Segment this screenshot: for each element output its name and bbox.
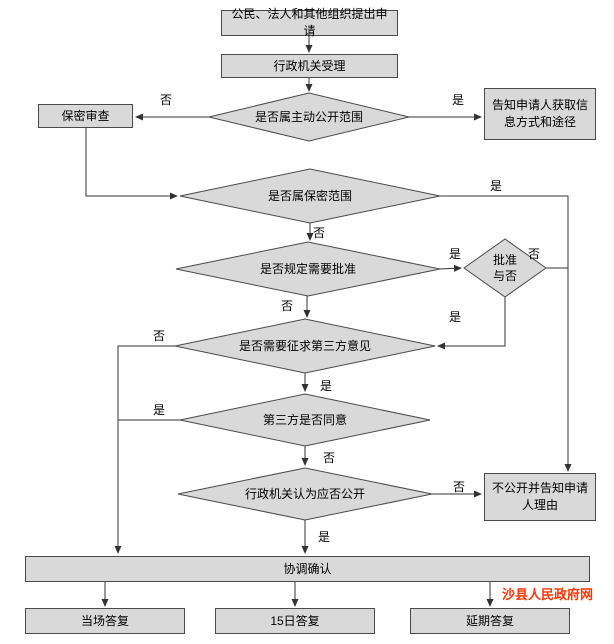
edge-label-no-shoulddisclose: 否 [453, 480, 466, 494]
edge-label-no-approve: 否 [528, 247, 541, 261]
edge-label-yes-activescope: 是 [452, 93, 465, 107]
connector-secretscope-notdisclose [440, 195, 572, 472]
node-inform-applicant: 告知申请人获取信息方式和途径 [484, 88, 596, 140]
diamond-active-scope [208, 92, 410, 142]
diamond-approve-or-not [463, 238, 547, 298]
site-watermark: 沙县人民政府网 [502, 587, 594, 602]
edge-label-yes-approve: 是 [449, 310, 462, 324]
diamond-need-approval [175, 241, 441, 297]
diamond-third-party-agree [179, 393, 431, 447]
edge-label-no-needapproval: 否 [281, 299, 294, 313]
node-reply-15days: 15日答复 [215, 608, 375, 634]
connector-needapproval-approve [439, 264, 462, 272]
diamond-secret-scope [179, 168, 441, 224]
edge-label-yes-shoulddisclose: 是 [318, 530, 331, 544]
edge-label-no-activescope: 否 [160, 93, 173, 107]
node-accept: 行政机关受理 [221, 54, 398, 78]
edge-label-yes-thirdpartyneeded: 是 [320, 379, 333, 393]
node-secrecy-review: 保密审查 [38, 104, 133, 128]
edge-label-no-secretscope: 否 [313, 226, 326, 240]
node-reply-onspot: 当场答复 [25, 608, 185, 634]
node-apply: 公民、法人和其他组织提出申请 [221, 7, 398, 38]
edge-label-yes-secretscope: 是 [490, 179, 503, 193]
edge-label-no-thirdpartyagree: 否 [323, 451, 336, 465]
node-coordinate-confirm: 协调确认 [25, 556, 590, 582]
connector-approve-thirdpartyneeded [437, 297, 506, 350]
diamond-should-disclose [177, 467, 433, 521]
connector-secrecy-secretscope [85, 128, 178, 200]
diamond-third-party-needed [174, 318, 436, 374]
node-reply-delayed: 延期答复 [410, 608, 570, 634]
edge-label-yes-needapproval: 是 [449, 247, 462, 261]
edge-label-yes-thirdpartyagree: 是 [153, 403, 166, 417]
node-not-disclose: 不公开并告知申请人理由 [484, 473, 596, 521]
edge-label-no-thirdpartyneeded: 否 [153, 329, 166, 343]
connector-thirdpartyneeded-coordinate [114, 345, 175, 554]
